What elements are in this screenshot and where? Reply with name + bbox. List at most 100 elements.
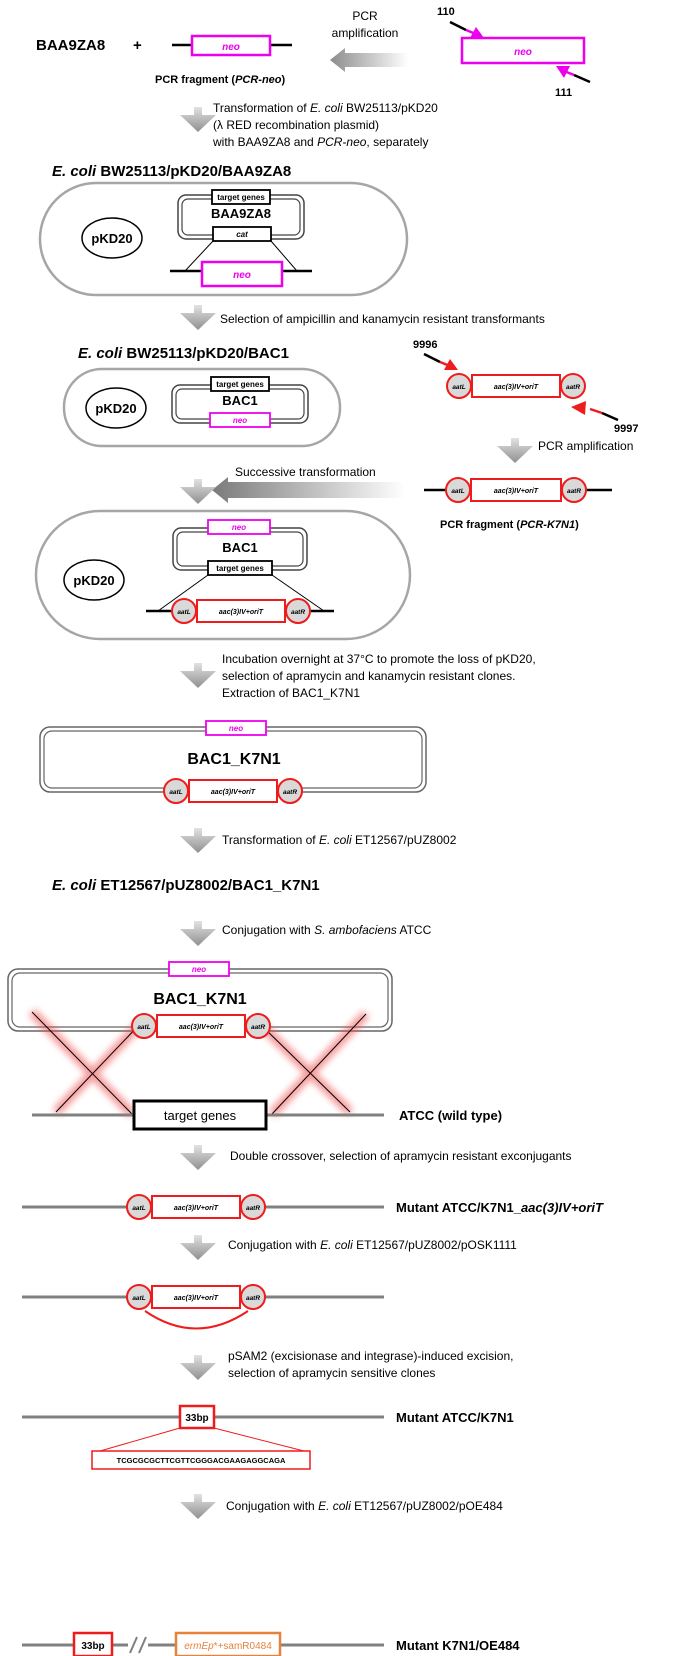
mutant3-break-gap: [128, 1637, 148, 1653]
step2-down-arrow: [180, 305, 216, 330]
cell3-att-right-site: [285, 598, 311, 624]
step4-down-arrow: [180, 663, 216, 688]
step7-down-arrow: [180, 1145, 216, 1170]
successive-transformation-arrow: [212, 477, 405, 503]
step6-text: Conjugation with S. ambofaciens ATCC: [222, 923, 432, 937]
step1-line2: (λ RED recombination plasmid): [213, 118, 379, 132]
crossover-att-left-label: aatL: [137, 1024, 150, 1031]
cell2-pkd20-label: pKD20: [95, 401, 136, 416]
excision-att-right-label: aatR: [246, 1295, 260, 1302]
mutant3-ermep-label: ermEp*+samR0484: [184, 1641, 272, 1652]
bac1-k7n1-att-right: [277, 778, 303, 804]
cell3-cross-left: [157, 574, 209, 612]
wild-type-target-genes-box: [132, 1099, 268, 1131]
crossover-att-right-label: aatR: [251, 1024, 265, 1031]
pcr-neo-box: [190, 34, 272, 57]
cell1-cross-right: [270, 240, 298, 272]
step8-down-arrow: [180, 1235, 216, 1260]
cell3-att-right-label: aatR: [291, 609, 305, 616]
step8-text: Conjugation with E. coli ET12567/pUZ8002…: [228, 1238, 517, 1252]
step3-down-arrow: [180, 479, 216, 504]
frag-cassette-label: aac(3)IV+oriT: [494, 488, 539, 495]
step9-line1: pSAM2 (excisionase and integrase)-induce…: [228, 1349, 514, 1363]
baa9za8-label: BAA9ZA8: [36, 37, 105, 54]
primer-110-arrowhead: [470, 27, 484, 38]
pcr-direction-arrow: [330, 48, 408, 72]
step1-down-arrow: [180, 107, 216, 132]
mutant1-cassette-label: aac(3)IV+oriT: [174, 1205, 219, 1212]
pcr-amplification-line1: PCR: [352, 9, 378, 23]
primer-110-label: 110: [437, 6, 455, 18]
cell1-title: E. coli BW25113/pKD20/BAA9ZA8: [52, 163, 291, 180]
k7n1-att-left-label: aatL: [452, 384, 465, 391]
primer-111-tail: [573, 73, 591, 84]
mutant1-att-right: [240, 1194, 266, 1220]
mutant1-label: Mutant ATCC/K7N1_aac(3)IV+oriT: [396, 1200, 604, 1215]
step7-text: Double crossover, selection of apramycin…: [230, 1149, 572, 1163]
primer-9996-tail: [423, 352, 441, 364]
cell2-target-genes-box: [210, 376, 270, 392]
excision-cassette-label: aac(3)IV+oriT: [174, 1295, 219, 1302]
step9-down-arrow: [180, 1355, 216, 1380]
cell1-target-genes-label: target genes: [217, 193, 265, 202]
plus-sign: +: [133, 37, 142, 54]
frag-att-left-label: aatL: [451, 488, 464, 495]
mutant2-sequence: TCGCGCGCTTCGTTCGGGACGAAGAGGCAGA: [117, 1456, 286, 1465]
step4-line2: selection of apramycin and kanamycin res…: [222, 669, 515, 683]
mutant3-ermep-box: [174, 1631, 282, 1656]
primer-9996-label: 9996: [413, 339, 437, 351]
k7n1-att-right-site: [560, 373, 586, 399]
step5-text: Transformation of E. coli ET12567/pUZ800…: [222, 833, 457, 847]
cell1-neo-label: neo: [233, 270, 251, 281]
primer-9997-label: 9997: [614, 423, 638, 435]
cell3-target-genes-box: [207, 560, 273, 576]
primer-9997-tail: [601, 411, 619, 422]
primer-111-label: 111: [555, 87, 572, 99]
excision-att-left-label: aatL: [132, 1295, 145, 1302]
step4-line3: Extraction of BAC1_K7N1: [222, 686, 360, 700]
bac1-k7n1-att-left-label: aatL: [169, 789, 182, 796]
cell3-att-left-label: aatL: [177, 609, 190, 616]
step9-line2: selection of apramycin sensitive clones: [228, 1366, 435, 1380]
step4-line1: Incubation overnight at 37°C to promote …: [222, 652, 536, 666]
cell3-cross-right: [271, 574, 325, 612]
cell1-cross-left: [184, 240, 214, 272]
k7n1-att-right-label: aatR: [566, 384, 580, 391]
mutant2-scar-box: [178, 1404, 216, 1430]
wild-type-label: ATCC (wild type): [399, 1108, 502, 1123]
bac1-k7n1-cassette-label: aac(3)IV+oriT: [211, 789, 256, 796]
mutant3-scar-label: 33bp: [81, 1641, 104, 1652]
crossover-lines: [31, 1011, 367, 1115]
step1-line1: Transformation of E. coli BW25113/pKD20: [213, 101, 438, 115]
cell3-bac1-label: BAC1: [222, 540, 257, 555]
k7n1-cassette-label: aac(3)IV+oriT: [494, 384, 539, 391]
cell1-neo-box: [200, 260, 284, 288]
excision-recombination-arc: [144, 1310, 249, 1330]
cell3-outline: [34, 509, 412, 641]
cell2-title: E. coli BW25113/pKD20/BAC1: [78, 345, 289, 362]
mutant3-break-mark-1: [129, 1636, 138, 1654]
cell3-neo-label: neo: [232, 523, 246, 532]
crossover-neo-label: neo: [192, 965, 206, 974]
cell3-pkd20-label: pKD20: [73, 573, 114, 588]
step3-text: Successive transformation: [235, 465, 376, 479]
cell1-pkd20-label: pKD20: [91, 231, 132, 246]
cell1-baa9za8-label: BAA9ZA8: [211, 206, 271, 221]
cell3-cassette-label: aac(3)IV+oriT: [219, 609, 264, 616]
cell2-neo-box: [209, 412, 271, 428]
cell3-target-genes-label: target genes: [216, 564, 264, 573]
cell3-pkd20-plasmid: [63, 559, 125, 601]
strain-title: E. coli ET12567/pUZ8002/BAC1_K7N1: [52, 877, 320, 894]
mutant2-zoom-left: [99, 1427, 181, 1452]
cell1-pkd20-plasmid: [81, 217, 143, 259]
cell2-target-genes-label: target genes: [216, 380, 264, 389]
frag-att-right-label: aatR: [567, 488, 581, 495]
step1-line3: with BAA9ZA8 and PCR-neo, separately: [212, 135, 428, 149]
wild-type-target-genes-label: target genes: [164, 1108, 237, 1123]
primer-111-arrowhead: [556, 66, 570, 78]
crossover-cassette-label: aac(3)IV+oriT: [179, 1024, 224, 1031]
cell2-neo-label: neo: [233, 416, 247, 425]
frag-att-right-site: [561, 477, 587, 503]
pcr-amplification-line2: amplification: [332, 26, 399, 40]
primer-9997-shaft: [589, 407, 603, 415]
